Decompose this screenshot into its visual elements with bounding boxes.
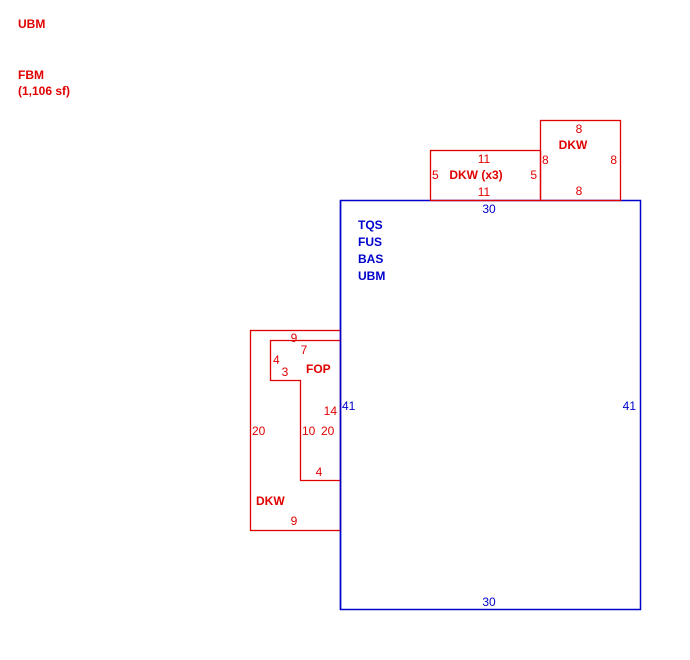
porch-dim-left: 4: [273, 353, 280, 367]
porch-label: FOP: [306, 362, 331, 376]
deck-top-dim-top: 8: [576, 122, 583, 136]
sketch-label-fbm: FBM: [18, 68, 44, 82]
main-area-label: UBM: [358, 269, 385, 283]
main-dim-top: 30: [482, 202, 496, 216]
deck-x3-dim-bottom: 11: [478, 185, 491, 199]
porch-dim-inner: 10: [302, 424, 316, 438]
porch-dim-right: 14: [324, 404, 338, 418]
deck-top-label: DKW: [559, 138, 588, 152]
deck-x3-dim-right: 5: [530, 168, 537, 182]
main-area-label: TQS: [358, 218, 383, 232]
porch-outline[interactable]: [269, 339, 341, 482]
deck-top-dim-bottom: 8: [576, 184, 583, 198]
main-dim-right: 41: [623, 399, 637, 413]
porch-dim-top: 7: [301, 343, 308, 357]
deck-top-outline[interactable]: [539, 119, 622, 202]
main-area-outline[interactable]: [339, 199, 642, 611]
main-dim-left: 41: [342, 399, 356, 413]
sketch-label-ubm: UBM: [18, 17, 46, 31]
deck-top-dim-left: 8: [542, 153, 549, 167]
main-dim-bottom: 30: [482, 595, 496, 609]
porch-dim-step: 3: [282, 365, 289, 379]
deck-left-dim-bottom: 9: [291, 514, 298, 528]
deck-x3-dim-top: 11: [478, 152, 491, 166]
main-area-label: FUS: [358, 235, 382, 249]
deck-left-dim-top: 9: [291, 331, 298, 345]
sketch-area-total: (1,106 sf): [18, 84, 71, 98]
deck-x3-dim-left: 5: [432, 168, 439, 182]
deck-left-dim-inner-right: 20: [321, 424, 335, 438]
main-area-label: BAS: [358, 252, 383, 266]
porch-dim-bottom: 4: [316, 465, 323, 479]
deck-top-dim-right: 8: [610, 153, 617, 167]
deck-x3-label: DKW (x3): [449, 168, 502, 182]
deck-left-label: DKW: [256, 494, 285, 508]
deck-left-dim-left: 20: [252, 424, 266, 438]
